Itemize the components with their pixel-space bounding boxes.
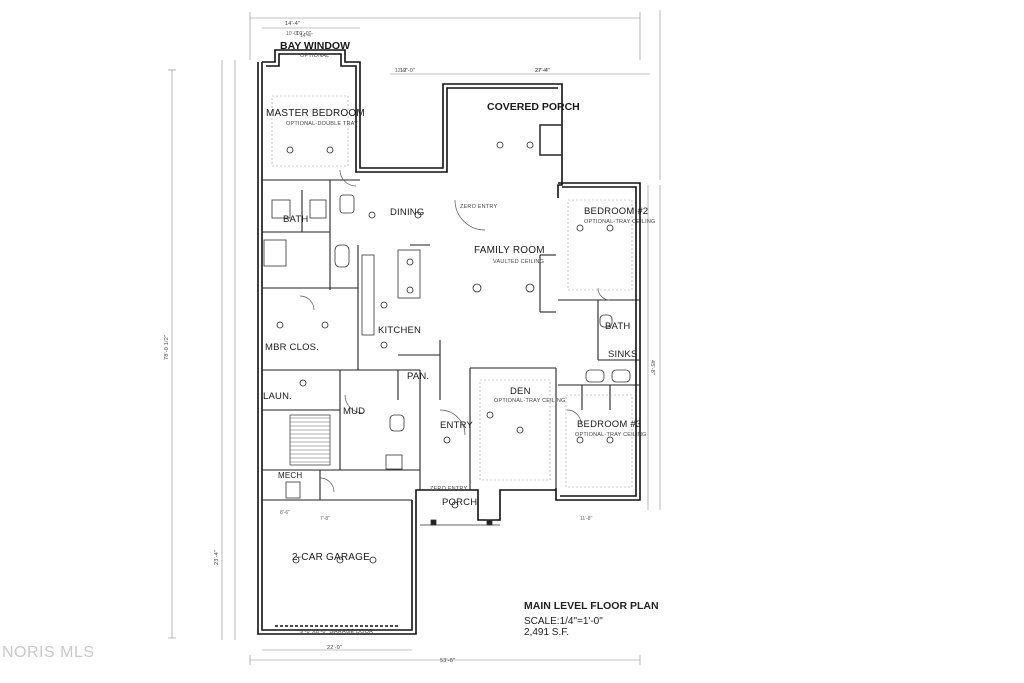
room-label-covered-porch: COVERED PORCH — [487, 101, 580, 113]
family-room-note: VAULTED CEILING — [493, 259, 545, 265]
svg-text:8'-6": 8'-6" — [280, 510, 290, 516]
room-label-mbr-closet: MBR CLOS. — [265, 342, 320, 353]
dimension-bottom-garage: 22'-0" — [327, 645, 343, 651]
door-swings — [299, 169, 611, 493]
dimension-right-overall: 45'-8" — [649, 360, 655, 376]
svg-text:11'-8": 11'-8" — [580, 516, 593, 522]
dimension-ticks: 14'-4" 10'-0" 12'-0" 27'-4" 11'-8" 7'-8"… — [280, 31, 593, 522]
tray-ceilings — [271, 95, 633, 488]
room-label-mud: MUD — [343, 406, 366, 417]
svg-text:14'-4": 14'-4" — [300, 33, 313, 39]
room-label-bedroom-3: BEDROOM #3 — [577, 419, 642, 430]
interior-walls — [262, 179, 640, 501]
room-label-laundry: LAUN. — [263, 391, 292, 402]
dimension-bottom-overall: 53'-8" — [440, 658, 456, 664]
svg-text:7'-8": 7'-8" — [320, 516, 330, 522]
room-label-family-room: FAMILY ROOM — [474, 245, 545, 256]
mls-watermark: NORIS MLS — [2, 644, 95, 661]
light-fixtures — [276, 141, 614, 564]
dimension-lines — [168, 10, 661, 665]
room-label-pantry: PAN. — [407, 371, 430, 382]
room-label-sinks: SINKS — [608, 349, 638, 360]
dimension-bay-width: 10'-0" — [296, 31, 312, 37]
zero-entry-rear: ZERO ENTRY — [460, 204, 498, 210]
dimension-top-overall: 14'-4" — [285, 21, 301, 27]
dimension-porch-width: 12'-0" — [400, 68, 416, 74]
bedroom-2-note: OPTIONAL-TRAY CEILING — [584, 219, 656, 225]
exterior-walls — [257, 49, 641, 635]
room-label-garage: 2-CAR GARAGE — [292, 552, 370, 563]
room-label-mech: MECH — [278, 471, 303, 480]
zero-entry-front: ZERO ENTRY — [430, 486, 468, 492]
svg-text:10'-0": 10'-0" — [286, 31, 299, 37]
plan-title: MAIN LEVEL FLOOR PLAN — [524, 600, 659, 612]
room-label-bedroom-2: BEDROOM #2 — [584, 206, 649, 217]
room-label-kitchen: KITCHEN — [378, 325, 422, 336]
room-label-den: DEN — [510, 386, 531, 397]
room-label-bay-window: BAY WINDOW — [280, 40, 351, 52]
den-note: OPTIONAL-TRAY CEILING — [494, 398, 566, 404]
plan-scale: SCALE:1/4"=1'-0" — [524, 616, 603, 627]
room-label-bath-hall: BATH — [605, 321, 631, 332]
svg-text:12'-0": 12'-0" — [395, 68, 408, 74]
fixtures — [263, 124, 631, 526]
room-label-bath-master: BATH — [283, 214, 309, 225]
dimension-garage-depth: 23'-4" — [214, 549, 220, 565]
plan-area: 2,491 S.F. — [524, 627, 570, 638]
svg-text:27'-4": 27'-4" — [535, 68, 548, 74]
bedroom-3-note: OPTIONAL-TRAY CEILING — [575, 432, 647, 438]
dimension-left-overall: 78'-0 1/2" — [164, 334, 170, 360]
dimension-right-top: 27'-4" — [535, 68, 551, 74]
room-label-dining: DINING — [390, 207, 425, 218]
room-label-porch: PORCH — [442, 497, 478, 508]
room-label-master-bedroom: MASTER BEDROOM — [266, 108, 365, 119]
master-bedroom-note: OPTIONAL-DOUBLE TRAY — [286, 121, 358, 127]
bay-window-note: OPTIONAL — [300, 53, 330, 59]
room-label-entry: ENTRY — [440, 420, 474, 431]
garage-door-note: 9'-0"X8'-0" GARAGE DOOR — [300, 629, 374, 635]
